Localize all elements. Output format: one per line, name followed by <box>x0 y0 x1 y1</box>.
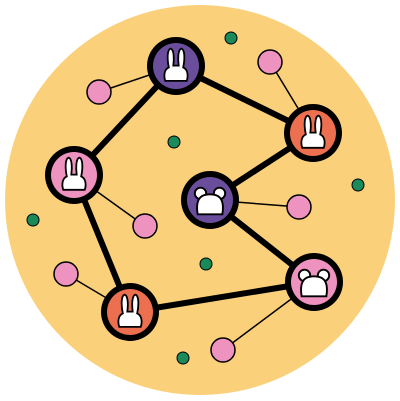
node-lower-right-bear <box>285 253 343 311</box>
node-left-rabbit <box>45 146 103 204</box>
pink-dot <box>53 261 79 287</box>
pink-dot <box>86 79 112 105</box>
pink-dot <box>257 49 283 75</box>
green-dot <box>199 257 213 271</box>
green-dot <box>351 178 365 192</box>
node-top-rabbit <box>147 37 205 95</box>
node-bottom-rabbit <box>101 283 159 341</box>
green-dot <box>224 31 238 45</box>
green-dot <box>176 351 190 365</box>
node-right-rabbit <box>284 104 342 162</box>
node-center-bear <box>181 171 239 229</box>
pink-dot <box>286 194 312 220</box>
pink-dot <box>132 213 158 239</box>
green-dots <box>26 31 365 365</box>
green-dot <box>26 213 40 227</box>
pink-dots <box>53 49 312 363</box>
green-dot <box>167 135 181 149</box>
pink-dot <box>210 337 236 363</box>
